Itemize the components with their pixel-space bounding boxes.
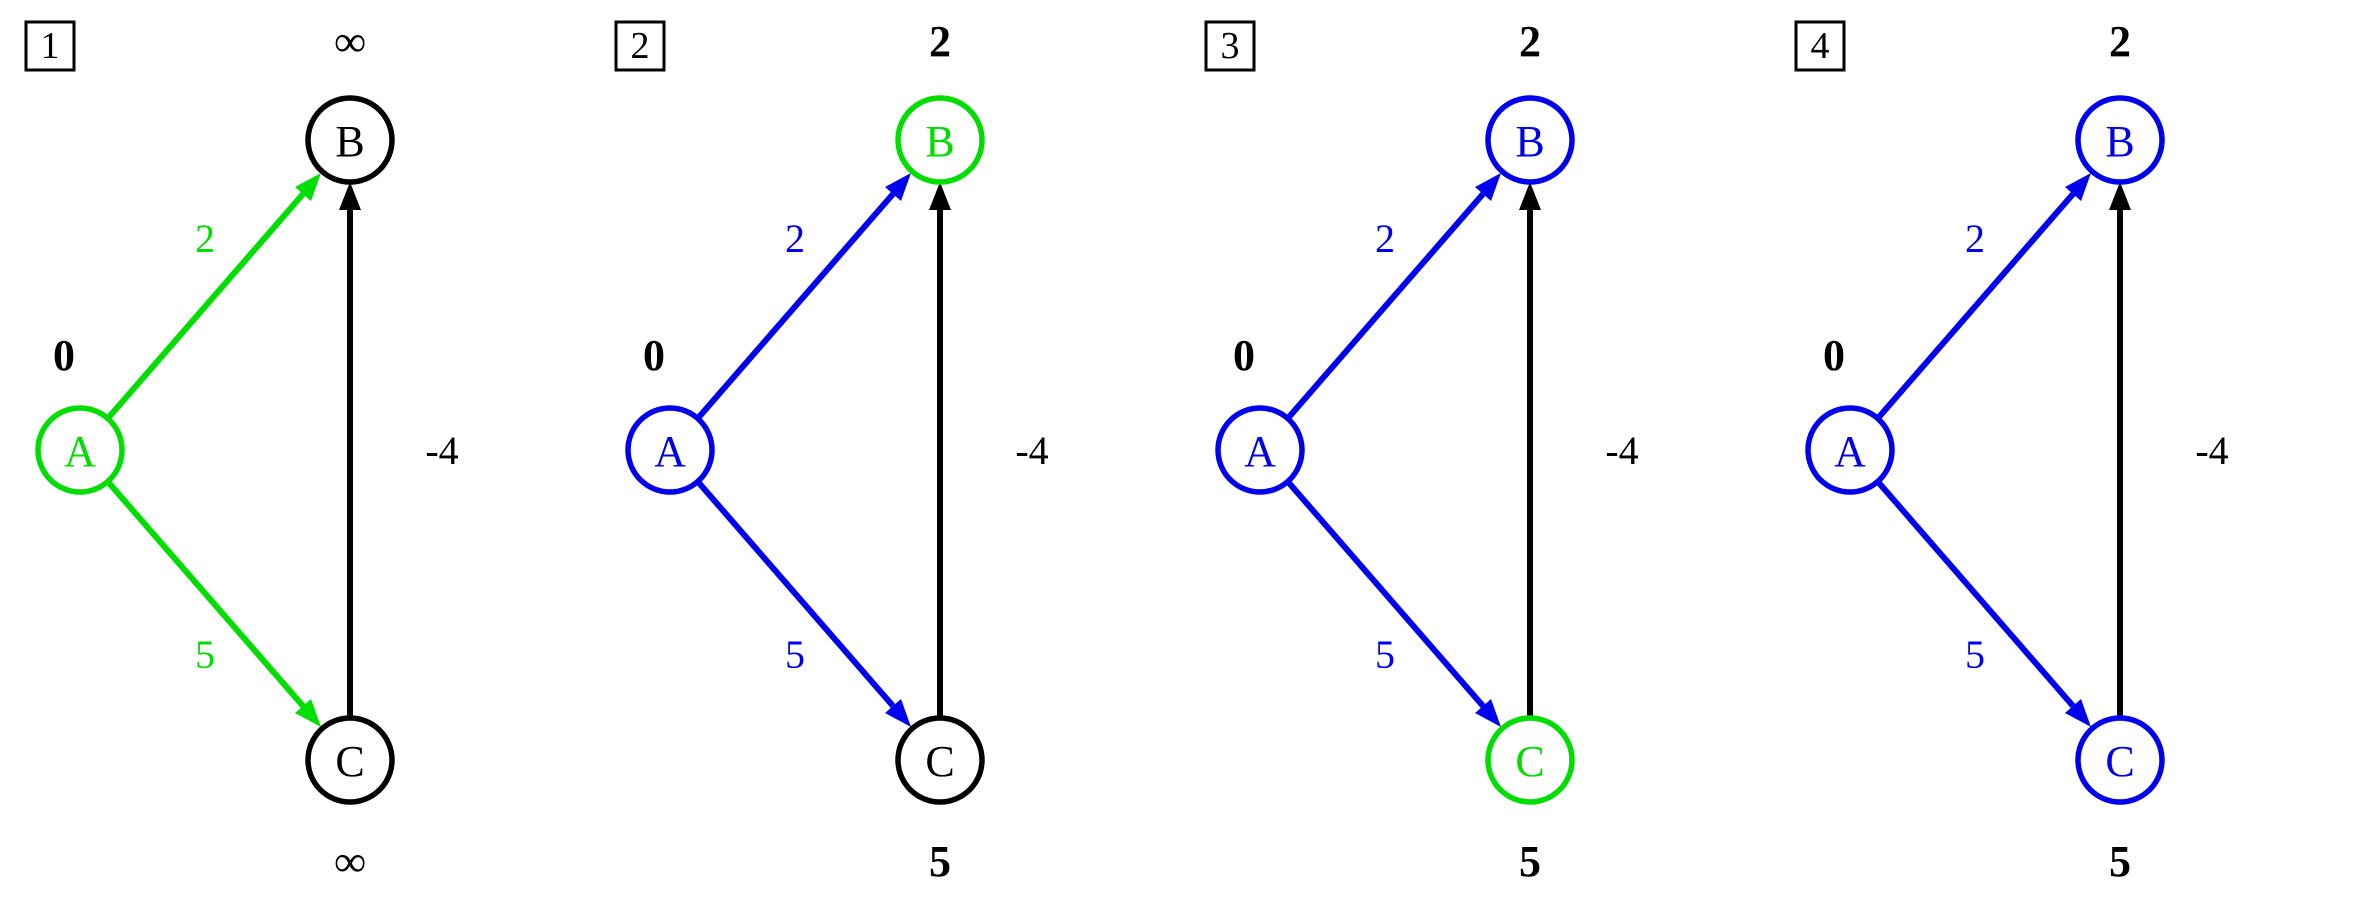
node-a-distance: 0 — [53, 331, 75, 380]
node-c-label: C — [925, 737, 954, 786]
node-b-label: B — [335, 117, 364, 166]
step-number: 1 — [41, 25, 60, 67]
node-c-distance: 5 — [1519, 837, 1541, 886]
node-b-distance: 2 — [929, 17, 951, 66]
node-c-label: C — [1515, 737, 1544, 786]
node-c-circle — [2075, 715, 2165, 805]
node-c-distance: 5 — [2109, 837, 2131, 886]
node-b-distance: 2 — [2109, 17, 2131, 66]
edge-a-to-b — [1876, 192, 2076, 419]
node-c-circle — [1485, 715, 1575, 805]
edge-a-to-c — [1286, 481, 1486, 708]
node-c-distance: 5 — [929, 837, 951, 886]
node-b-label: B — [1515, 117, 1544, 166]
node-a-distance: 0 — [1233, 331, 1255, 380]
node-a-label: A — [64, 427, 96, 476]
node-c-circle — [895, 715, 985, 805]
node-a-distance: 0 — [1823, 331, 1845, 380]
node-b-label: B — [925, 117, 954, 166]
edge-a-to-b — [696, 192, 896, 419]
node-a-circle — [35, 405, 125, 495]
edge-a-to-b-arrowhead — [1475, 173, 1501, 201]
node-b-circle — [895, 95, 985, 185]
edge-a-to-b-arrowhead — [295, 173, 321, 201]
graph-panel: 2 2 5 -4 A 0 B 2 C 5 — [614, 17, 1049, 886]
graph-panel: 4 2 5 -4 A 0 B 2 C 5 — [1794, 17, 2229, 886]
graph-panel: 3 2 5 -4 A 0 B 2 C 5 — [1204, 17, 1639, 886]
edge-a-to-c — [696, 481, 896, 708]
edge-a-to-c-weight: 5 — [195, 632, 215, 677]
node-a-circle — [1805, 405, 1895, 495]
edge-c-to-b-arrowhead — [1519, 182, 1541, 210]
edge-c-to-b-arrowhead — [2109, 182, 2131, 210]
node-b-circle — [1485, 95, 1575, 185]
edge-c-to-b-weight: -4 — [1015, 428, 1048, 473]
node-c-circle — [305, 715, 395, 805]
edge-a-to-b-weight: 2 — [785, 216, 805, 261]
node-c-label: C — [2105, 737, 2134, 786]
edge-a-to-b-arrowhead — [885, 173, 911, 201]
node-b-circle — [2075, 95, 2165, 185]
edge-a-to-c — [1876, 481, 2076, 708]
step-number: 3 — [1221, 25, 1240, 67]
edge-a-to-c-weight: 5 — [785, 632, 805, 677]
step-box — [24, 20, 76, 72]
edge-c-to-b-arrowhead — [929, 182, 951, 210]
edge-a-to-b-weight: 2 — [1375, 216, 1395, 261]
edge-a-to-b-weight: 2 — [1965, 216, 1985, 261]
node-b-distance: 2 — [1519, 17, 1541, 66]
edge-a-to-c — [106, 481, 306, 708]
step-number: 4 — [1811, 25, 1830, 67]
edge-a-to-c-arrowhead — [2065, 699, 2091, 727]
edge-c-to-b-arrowhead — [339, 182, 361, 210]
graph-panel: 1 2 5 -4 A 0 B ∞ C ∞ — [24, 17, 459, 886]
edge-c-to-b-weight: -4 — [2195, 428, 2228, 473]
node-a-label: A — [654, 427, 686, 476]
edge-a-to-c-arrowhead — [1475, 699, 1501, 727]
node-b-circle — [305, 95, 395, 185]
node-c-label: C — [335, 737, 364, 786]
step-box — [614, 20, 666, 72]
node-a-circle — [625, 405, 715, 495]
step-box — [1204, 20, 1256, 72]
node-c-distance: ∞ — [334, 837, 365, 886]
edge-a-to-b-weight: 2 — [195, 216, 215, 261]
edge-c-to-b-weight: -4 — [425, 428, 458, 473]
step-box — [1794, 20, 1846, 72]
edge-a-to-c-weight: 5 — [1375, 632, 1395, 677]
node-b-distance: ∞ — [334, 17, 365, 66]
node-a-label: A — [1834, 427, 1866, 476]
edge-c-to-b-weight: -4 — [1605, 428, 1638, 473]
node-a-label: A — [1244, 427, 1276, 476]
node-b-label: B — [2105, 117, 2134, 166]
edge-a-to-c-weight: 5 — [1965, 632, 1985, 677]
edge-a-to-c-arrowhead — [295, 699, 321, 727]
node-a-distance: 0 — [643, 331, 665, 380]
edge-a-to-c-arrowhead — [885, 699, 911, 727]
step-number: 2 — [631, 25, 650, 67]
edge-a-to-b — [1286, 192, 1486, 419]
edge-a-to-b — [106, 192, 306, 419]
edge-a-to-b-arrowhead — [2065, 173, 2091, 201]
node-a-circle — [1215, 405, 1305, 495]
